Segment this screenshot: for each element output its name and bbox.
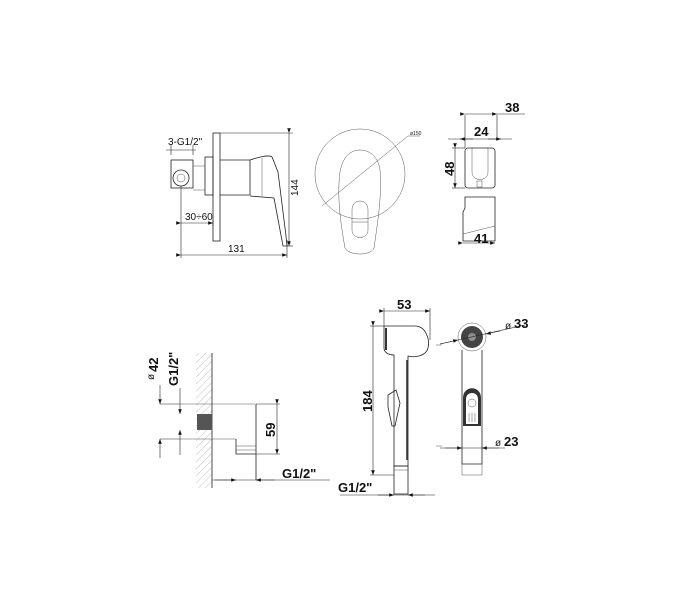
height-144-label: 144 — [290, 179, 301, 196]
wall-connector-view — [158, 353, 330, 488]
sprayer-front-view — [439, 322, 526, 476]
sprayer-side-view — [340, 308, 442, 497]
diameter-symbol-stem: ø — [495, 438, 501, 449]
diameter-symbol: ø — [146, 374, 157, 380]
height-48-label: 48 — [442, 162, 457, 176]
thread-bottom-label: G1/2" — [282, 466, 316, 481]
length-131-label: 131 — [228, 244, 245, 255]
holder-top-view — [448, 112, 525, 245]
width-41-label: 41 — [474, 231, 488, 246]
width-53-label: 53 — [397, 297, 411, 312]
width-38-label: 38 — [505, 100, 519, 115]
diameter-23-label: 23 — [504, 434, 518, 449]
mixer-side-view — [166, 128, 293, 258]
diameter-150-label: ø150 — [410, 131, 422, 137]
thread-label-sprayer: G1/2" — [338, 480, 372, 495]
thread-top-label: G1/2" — [166, 352, 181, 386]
width-24-label: 24 — [474, 124, 489, 139]
diameter-symbol-head: ø — [505, 321, 511, 332]
thread-label: 3-G1/2" — [168, 137, 203, 148]
mixer-front-view — [314, 128, 420, 255]
diameter-33-label: 33 — [514, 316, 528, 331]
height-184-label: 184 — [360, 390, 375, 412]
depth-range-label: 30÷60 — [185, 212, 213, 223]
height-59-label: 59 — [263, 423, 278, 437]
diameter-42-label: 42 — [146, 358, 161, 372]
